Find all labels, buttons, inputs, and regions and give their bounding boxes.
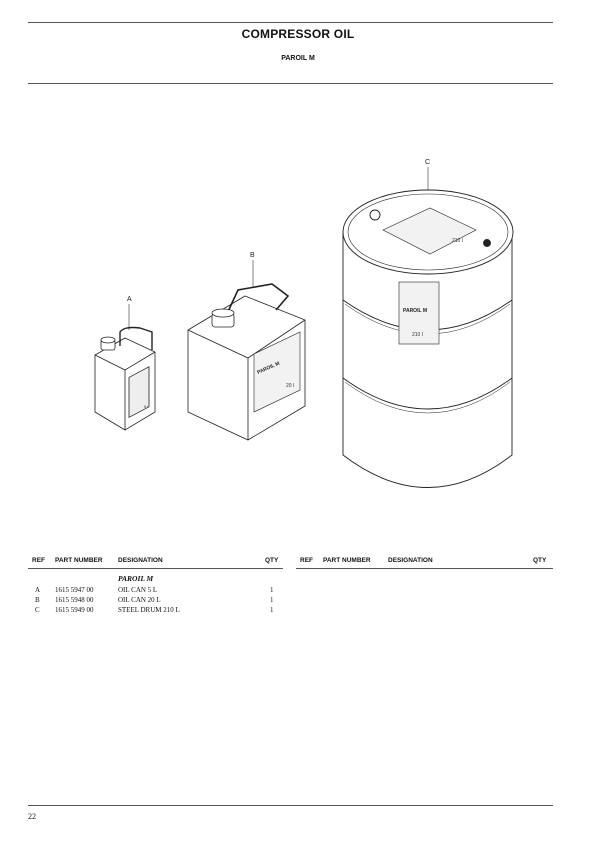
- table-row-qty: 1: [270, 606, 274, 614]
- drum-brand: PAROIL M: [403, 308, 427, 314]
- col-qty-header-right: QTY: [533, 557, 547, 564]
- footer-rule: [28, 805, 553, 806]
- table-row-designation: OIL CAN 5 L: [118, 586, 158, 594]
- group-heading: PAROIL M: [118, 574, 154, 583]
- table-header-rule-left: [28, 568, 283, 569]
- col-part-number-header-right: PART NUMBER: [323, 557, 371, 564]
- page-title: COMPRESSOR OIL: [241, 27, 355, 41]
- top-rule: [28, 22, 553, 23]
- callout-a: A: [127, 296, 132, 303]
- col-designation-header: DESIGNATION: [118, 557, 163, 564]
- oil-can-20l-image: [187, 283, 306, 441]
- table-row-qty: 1: [270, 586, 274, 594]
- col-qty-header: QTY: [265, 557, 279, 564]
- page-number: 22: [28, 812, 36, 821]
- header-rule: [28, 83, 553, 84]
- table-row-designation: STEEL DRUM 210 L: [118, 606, 180, 614]
- callout-b: B: [250, 252, 255, 259]
- drum-side-label: 210 l: [412, 332, 423, 338]
- table-row-part-number: 1615 5949 00: [55, 606, 94, 614]
- col-part-number-header: PART NUMBER: [55, 557, 103, 564]
- table-row-ref: A: [35, 586, 41, 594]
- can-20l-label: 20 l: [286, 383, 294, 389]
- steel-drum-210l-image: [342, 189, 514, 488]
- drum-lid-label: 210 l: [452, 238, 463, 244]
- col-ref-header: REF: [32, 557, 45, 564]
- products-illustration: A 5 l B PAROIL M 20 l C: [94, 159, 514, 488]
- table-row-designation: OIL CAN 20 L: [118, 596, 161, 604]
- table-row-part-number: 1615 5947 00: [55, 586, 94, 594]
- table-header-rule-right: [296, 568, 553, 569]
- table-row-qty: 1: [270, 596, 274, 604]
- table-row-part-number: 1615 5948 00: [55, 596, 94, 604]
- table-row-ref: C: [35, 606, 40, 614]
- col-ref-header-right: REF: [300, 557, 313, 564]
- oil-can-5l-image: [94, 326, 156, 431]
- table-row-ref: B: [35, 596, 40, 604]
- col-designation-header-right: DESIGNATION: [388, 557, 433, 564]
- callout-c: C: [425, 159, 430, 166]
- page-subtitle: PAROIL M: [281, 55, 315, 62]
- can-5l-label: 5 l: [144, 404, 148, 409]
